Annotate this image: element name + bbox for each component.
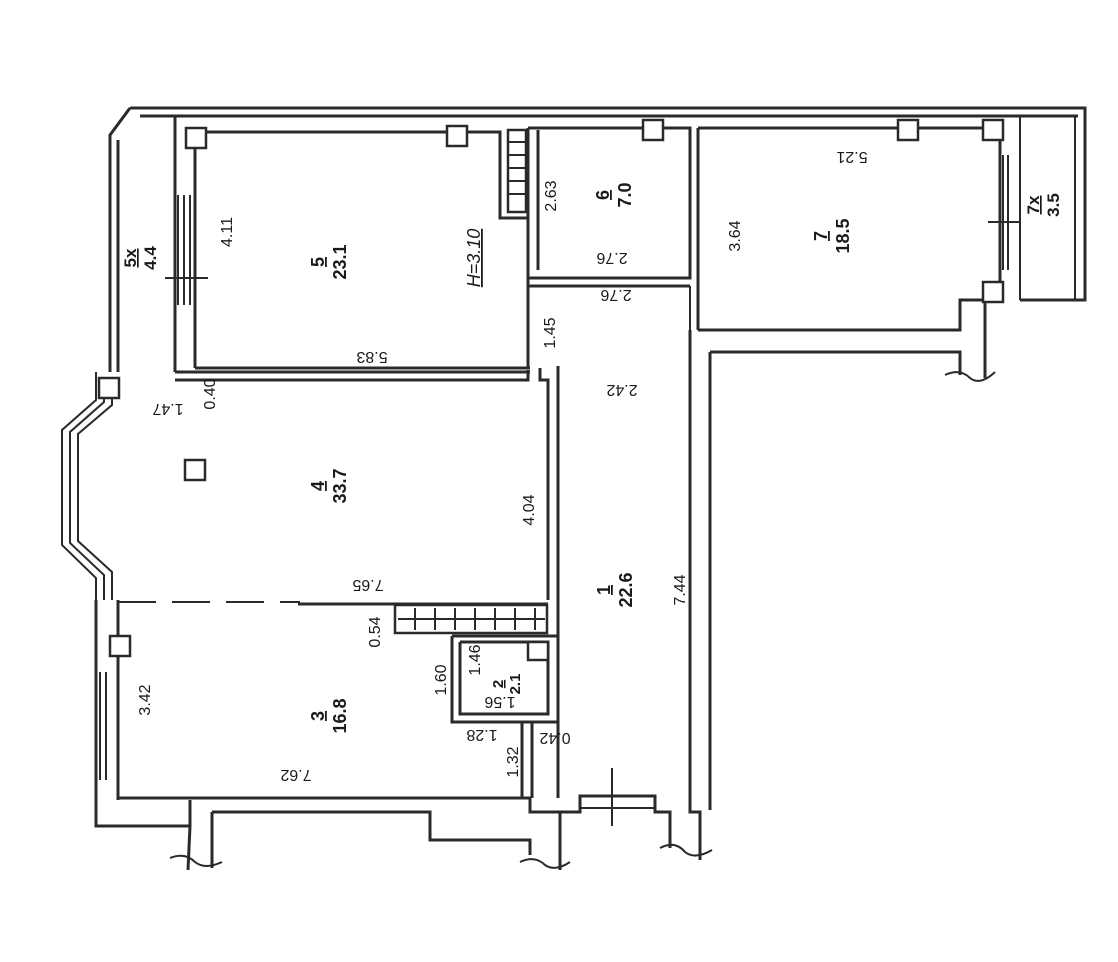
dimension: 0.40 <box>202 378 219 409</box>
room-area: 33.7 <box>330 468 350 503</box>
dimension: 1.56 <box>484 693 515 710</box>
room-number: 2 <box>490 680 507 688</box>
room-number: 4 <box>308 481 328 491</box>
room-area: 7.0 <box>615 182 635 207</box>
dimension: 3.42 <box>137 684 154 715</box>
dimension: 3.64 <box>727 220 744 251</box>
room-number: 5x <box>121 248 140 267</box>
dimension: 2.63 <box>543 180 560 211</box>
room-number: 5 <box>308 257 328 267</box>
columns <box>97 118 1005 658</box>
column-square <box>108 634 132 658</box>
dimension: 0.54 <box>367 616 384 647</box>
column-square <box>184 126 208 150</box>
dimension: 2.76 <box>600 286 631 303</box>
dimension: 1.45 <box>542 317 559 348</box>
column-square <box>445 124 469 148</box>
room-number: 7 <box>811 231 831 241</box>
room-area: 3.5 <box>1044 193 1063 217</box>
ceiling-height: H=3.10 <box>464 229 484 288</box>
dimension: 2.42 <box>606 381 637 398</box>
column-square <box>896 118 920 142</box>
dimension: 1.60 <box>433 664 450 695</box>
outer-walls <box>61 106 1087 871</box>
column-square <box>97 376 121 400</box>
dimension: 5.83 <box>356 348 387 365</box>
dimension: 7.44 <box>672 574 689 605</box>
room-number: 7x <box>1024 195 1043 214</box>
room-number: 3 <box>308 711 328 721</box>
dimension: 4.04 <box>521 494 538 525</box>
inner-walls <box>118 116 1020 826</box>
column-square <box>183 458 207 482</box>
dimension: 7.65 <box>352 576 383 593</box>
column-square <box>981 280 1005 304</box>
column-square <box>981 118 1005 142</box>
dimension: 0.42 <box>539 729 570 746</box>
column-square <box>641 118 665 142</box>
dimension: 1.47 <box>152 400 183 417</box>
room-labels: 5x 4.4 5 23.1 6 7.0 7 18.5 7x 3.5 4 33.7 <box>121 182 1063 733</box>
dimension: 1.32 <box>505 746 522 777</box>
dimension: 4.11 <box>219 217 236 247</box>
dimension: 7.62 <box>280 766 311 783</box>
room-number: 6 <box>593 190 613 200</box>
dimension: 2.76 <box>596 249 627 266</box>
dimension-labels: 4.11 2.63 3.64 1.45 0.40 4.04 7.44 0.54 … <box>137 148 868 783</box>
room-area: 16.8 <box>330 698 350 733</box>
room-area: 2.1 <box>507 674 524 695</box>
dimension: 1.28 <box>466 726 497 743</box>
dimension: 5.21 <box>836 148 867 165</box>
room-area: 4.4 <box>141 246 160 270</box>
dimension: 1.46 <box>467 644 484 675</box>
room-area: 22.6 <box>616 572 636 607</box>
room-number: 1 <box>594 585 614 595</box>
room-area: 18.5 <box>833 218 853 253</box>
room-area: 23.1 <box>330 244 350 279</box>
